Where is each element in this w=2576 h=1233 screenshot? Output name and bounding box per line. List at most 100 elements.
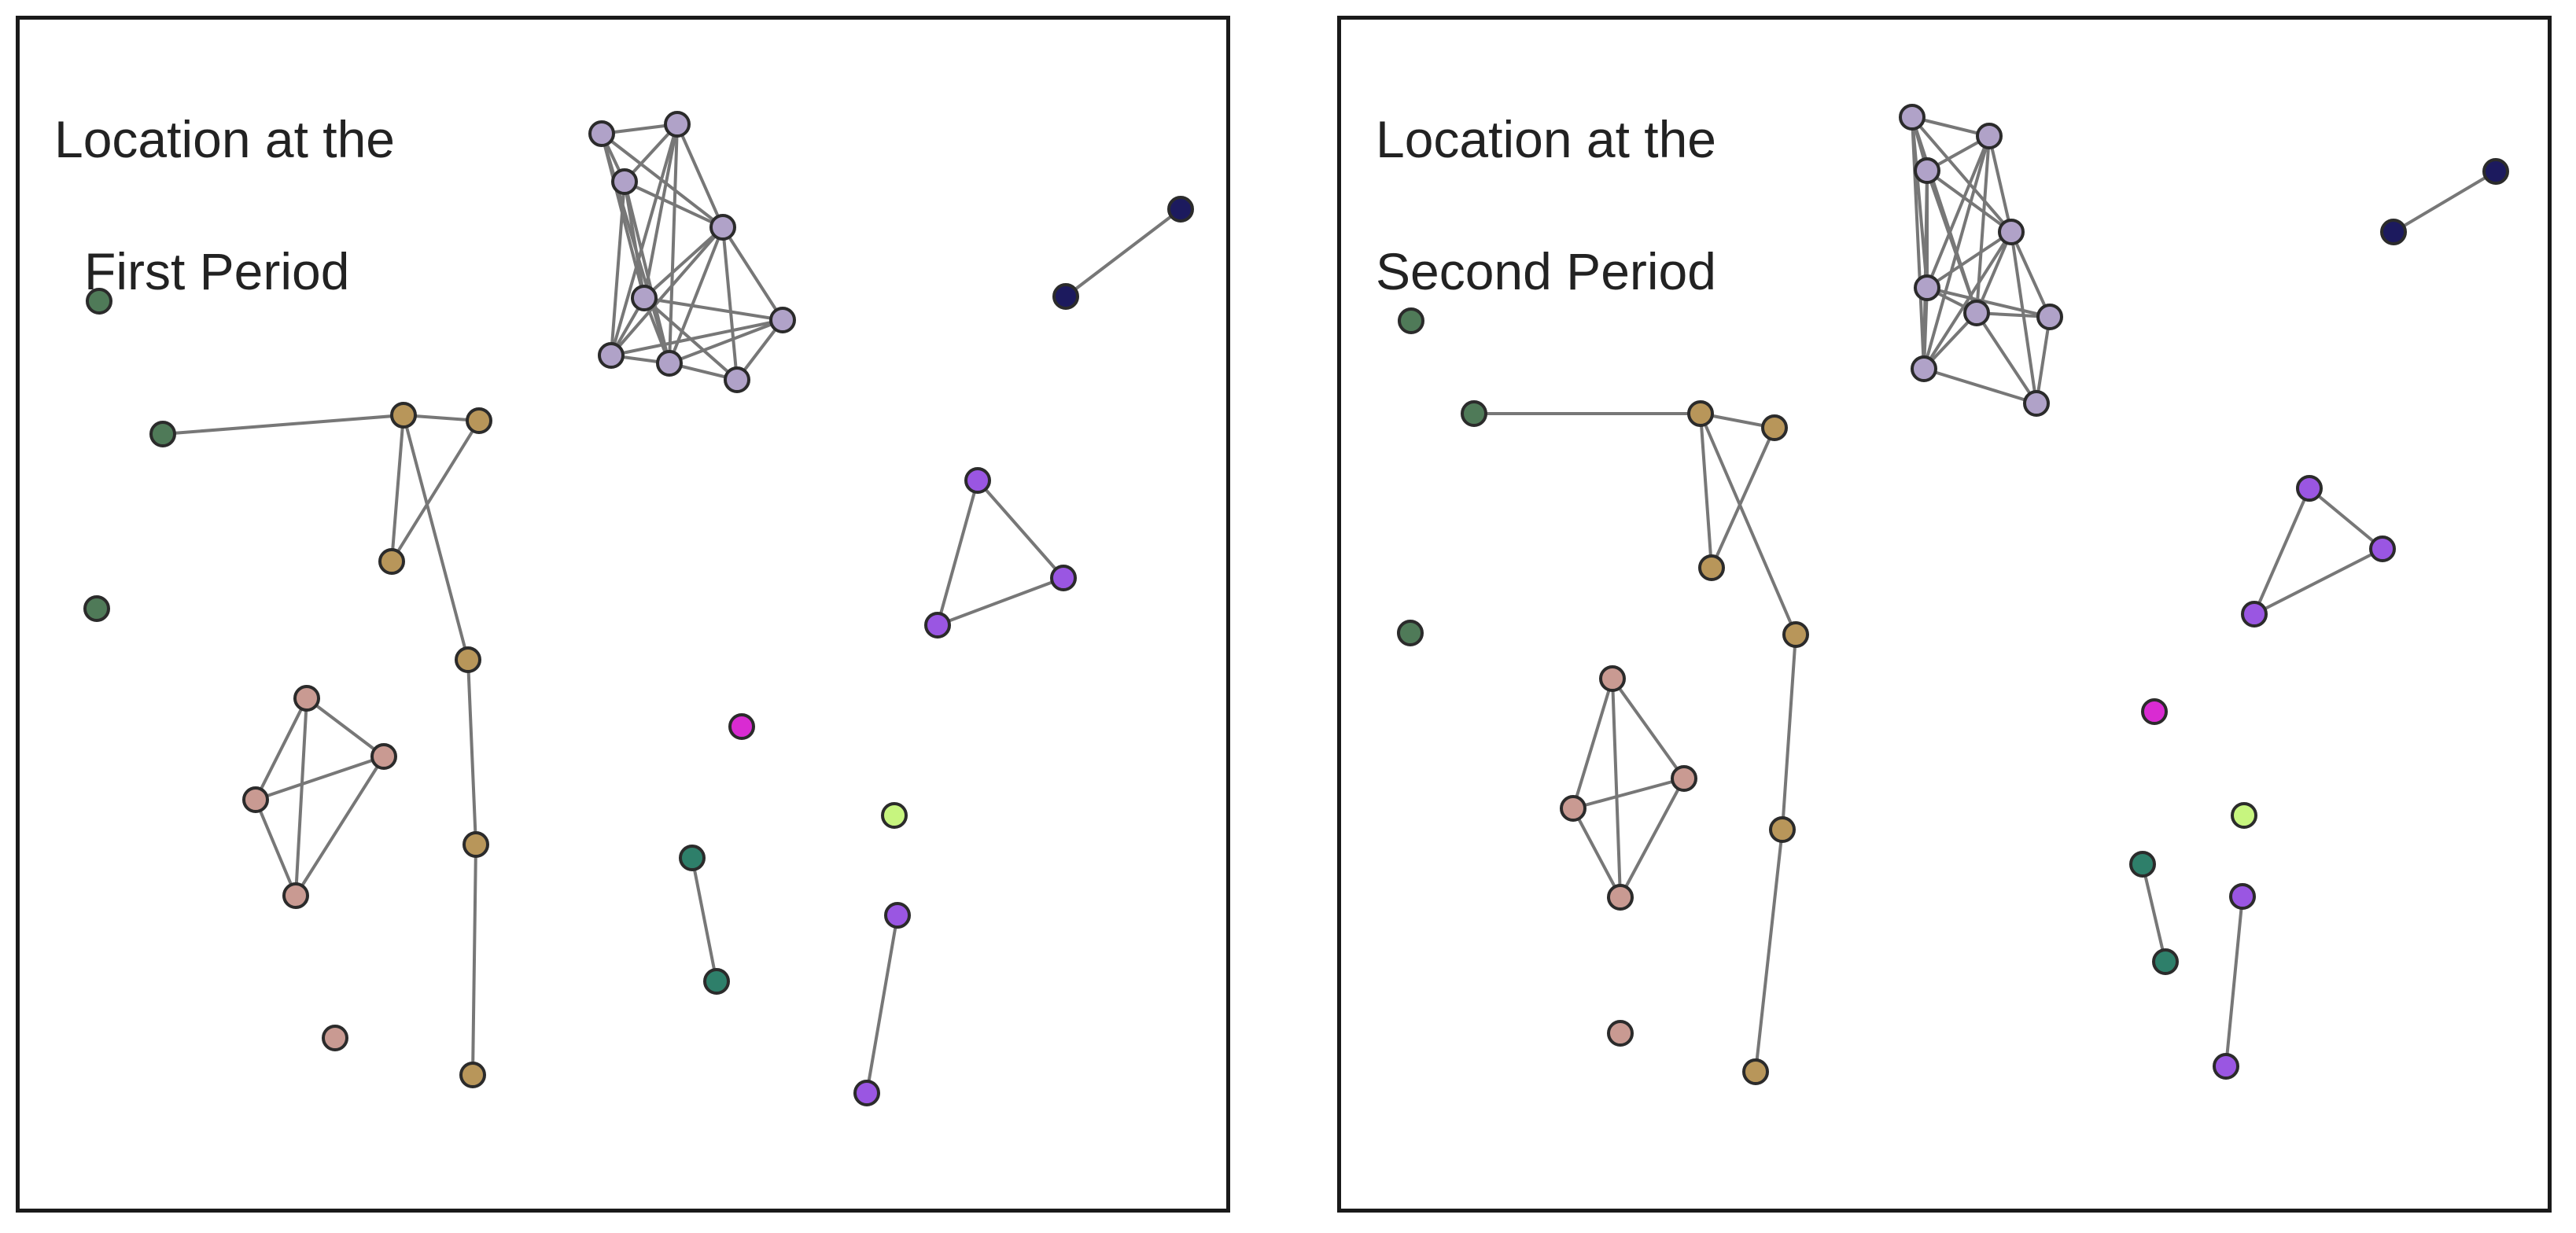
node-tan3 bbox=[1698, 554, 1725, 581]
node-tan3 bbox=[378, 548, 405, 575]
node-tan4 bbox=[455, 646, 481, 673]
edge-lav2-lav5 bbox=[1926, 134, 1991, 289]
node-pink4 bbox=[1607, 884, 1634, 911]
node-tan2 bbox=[1761, 414, 1788, 441]
node-lav3 bbox=[611, 168, 638, 195]
second-period-network bbox=[1397, 104, 2509, 1085]
edge-tan1-tan3 bbox=[1699, 412, 1713, 569]
node-lav6 bbox=[1963, 300, 1990, 326]
edge-lav5-lav8 bbox=[1922, 286, 1929, 370]
edge-pink1-pink2 bbox=[1611, 677, 1686, 780]
edge-pink3-pink4 bbox=[254, 798, 297, 897]
node-lav2 bbox=[1976, 123, 2003, 149]
first-period-title-line-1: Location at the bbox=[54, 110, 395, 168]
edge-pink1-pink4 bbox=[294, 697, 308, 897]
node-pink5 bbox=[1607, 1020, 1634, 1047]
node-purple5 bbox=[2213, 1053, 2239, 1080]
edge-lav4-lav7 bbox=[2010, 230, 2051, 318]
edge-navy1-navy2 bbox=[2392, 170, 2497, 234]
second-period-panel: Location at the Second Period bbox=[1337, 16, 2552, 1213]
node-navy2 bbox=[2380, 219, 2407, 245]
edge-lav4-lav7 bbox=[610, 226, 724, 357]
node-green2 bbox=[149, 421, 176, 447]
edge-pink3-pink4 bbox=[1572, 807, 1622, 899]
node-lav1 bbox=[1899, 104, 1926, 131]
first-period-title-line-2: First Period bbox=[84, 242, 350, 300]
edge-pink2-pink3 bbox=[254, 755, 385, 801]
edge-purple1-purple2 bbox=[2308, 487, 2384, 550]
node-purple3 bbox=[2241, 601, 2268, 628]
node-lav6 bbox=[769, 307, 796, 333]
edge-teal1-teal2 bbox=[2141, 863, 2167, 963]
edge-purple2-purple3 bbox=[936, 576, 1065, 627]
edge-purple1-purple3 bbox=[2253, 487, 2311, 616]
edge-lav1-lav8 bbox=[1911, 116, 1926, 370]
second-period-title: Location at the Second Period bbox=[1376, 40, 1716, 370]
edge-lav8-lav9 bbox=[1922, 367, 2038, 405]
edge-lav1-lav4 bbox=[1911, 116, 2013, 234]
node-navy1 bbox=[2482, 158, 2509, 185]
edge-tan1-tan3 bbox=[390, 414, 405, 563]
node-navy2 bbox=[1052, 283, 1079, 310]
edge-purple1-purple2 bbox=[976, 479, 1065, 580]
edge-pink1-pink3 bbox=[254, 697, 308, 801]
node-purple4 bbox=[2229, 883, 2256, 910]
edge-lav2-lav4 bbox=[1988, 134, 2013, 234]
edge-lav3-lav8 bbox=[623, 180, 671, 365]
edge-purple4-purple5 bbox=[2224, 895, 2244, 1068]
edge-tan5-tan6 bbox=[471, 843, 477, 1077]
edge-tan1-tan4 bbox=[402, 414, 470, 661]
node-purple1 bbox=[2296, 475, 2323, 502]
node-lav4 bbox=[1998, 219, 2025, 245]
edge-lav3-lav7 bbox=[610, 180, 626, 357]
node-lav9 bbox=[724, 366, 750, 393]
node-tan5 bbox=[1769, 816, 1796, 843]
edge-pink1-pink4 bbox=[1611, 677, 1622, 899]
node-magenta1 bbox=[2141, 698, 2168, 725]
node-purple1 bbox=[964, 467, 991, 494]
edge-green2-tan1 bbox=[161, 414, 405, 436]
edge-teal1-teal2 bbox=[691, 856, 718, 983]
edge-lav4-lav5 bbox=[643, 226, 724, 300]
first-period-network bbox=[83, 111, 1194, 1106]
node-lav8 bbox=[1911, 355, 1937, 382]
node-lav3 bbox=[1914, 157, 1940, 184]
edge-lav5-lav7 bbox=[1926, 286, 2051, 318]
node-tan6 bbox=[459, 1062, 486, 1088]
node-green2 bbox=[1461, 400, 1487, 427]
node-tan4 bbox=[1782, 621, 1809, 648]
node-pink5 bbox=[322, 1025, 348, 1051]
edge-lav2-lav5 bbox=[643, 123, 679, 300]
edge-lav4-lav8 bbox=[1922, 230, 2013, 370]
edge-tan5-tan6 bbox=[1754, 828, 1784, 1073]
node-pink1 bbox=[1599, 665, 1626, 692]
edge-tan4-tan5 bbox=[466, 658, 477, 846]
edge-lav4-lav6 bbox=[721, 226, 784, 322]
edge-lav6-lav9 bbox=[1975, 311, 2038, 405]
node-purple4 bbox=[884, 902, 911, 929]
node-teal1 bbox=[2129, 851, 2156, 878]
node-purple2 bbox=[2369, 536, 2396, 562]
edge-pink1-pink2 bbox=[305, 697, 385, 758]
edge-lav6-lav8 bbox=[668, 318, 784, 365]
edge-lav3-lav4 bbox=[623, 180, 724, 229]
second-nodes bbox=[1397, 104, 2509, 1085]
node-pink3 bbox=[242, 786, 269, 813]
edge-lav6-lav7 bbox=[610, 318, 784, 357]
edge-pink2-pink4 bbox=[294, 755, 385, 897]
edge-tan4-tan5 bbox=[1781, 633, 1797, 831]
edge-pink2-pink4 bbox=[1619, 777, 1686, 899]
edge-lav5-lav6 bbox=[643, 296, 784, 322]
node-lav5 bbox=[631, 285, 658, 311]
node-tan2 bbox=[466, 407, 492, 434]
edge-lav3-lav6 bbox=[1926, 169, 1978, 315]
edge-lav4-lav9 bbox=[721, 226, 739, 381]
edge-lav4-lav9 bbox=[2010, 230, 2038, 405]
second-period-title-line-2: Second Period bbox=[1376, 242, 1716, 300]
node-green3 bbox=[1397, 620, 1424, 646]
node-pink4 bbox=[282, 882, 309, 909]
first-nodes bbox=[83, 111, 1194, 1106]
node-tan6 bbox=[1742, 1058, 1769, 1085]
node-pink3 bbox=[1560, 795, 1587, 822]
second-edges bbox=[1472, 116, 2497, 1073]
